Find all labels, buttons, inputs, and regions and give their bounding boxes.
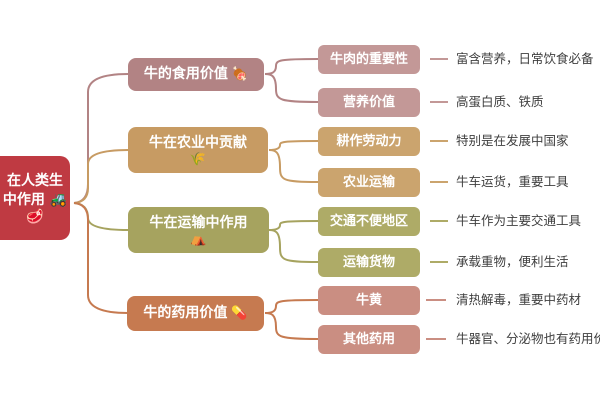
sheaf-of-rice-icon: 🌾 xyxy=(189,151,207,167)
connector-branch3-child2 xyxy=(268,229,319,263)
connector-root-branch3 xyxy=(73,202,129,231)
note-ox-bezoar[interactable]: 清热解毒，重要中药材 xyxy=(456,292,582,307)
child-remote-areas[interactable]: 交通不便地区 xyxy=(318,207,420,236)
branch-label: 牛的药用价值 xyxy=(143,305,228,322)
note-remote-areas[interactable]: 牛车作为主要交通工具 xyxy=(456,213,582,228)
child-label: 牛黄 xyxy=(355,292,382,308)
child-label: 营养价值 xyxy=(342,94,395,110)
child-farm-labor[interactable]: 耕作劳动力 xyxy=(318,127,420,156)
connector-branch3-child1 xyxy=(268,220,319,231)
connector-branch2-child2 xyxy=(268,149,319,183)
tent-icon: ⛺ xyxy=(190,231,207,247)
connector-branch2-child1 xyxy=(268,140,319,151)
branch-agriculture[interactable]: 牛在农业中贡献 🌾 xyxy=(128,127,268,173)
meat-on-bone-icon: 🍖 xyxy=(231,67,249,82)
child-cargo-transport[interactable]: 运输货物 xyxy=(318,248,420,277)
tractor-icon: 🚜 xyxy=(49,192,68,208)
connector-branch4-child1 xyxy=(264,299,319,314)
child-ox-bezoar[interactable]: 牛黄 xyxy=(318,286,420,315)
pill-icon: 💊 xyxy=(231,306,248,321)
note-nutrition-value[interactable]: 高蛋白质、铁质 xyxy=(456,94,544,109)
child-label: 农业运输 xyxy=(342,174,395,190)
child-label: 耕作劳动力 xyxy=(336,133,402,149)
branch-medicinal-value[interactable]: 牛的药用价值 💊 xyxy=(127,296,264,331)
root-label-line2: 中作用 🚜 xyxy=(2,192,68,208)
branch-transportation[interactable]: 牛在运输中作用 ⛺ xyxy=(128,207,269,253)
branch-label: 牛的食用价值 xyxy=(143,66,228,83)
note-farm-transport[interactable]: 牛车运货，重要工具 xyxy=(456,174,569,189)
note-farm-labor[interactable]: 特别是在发展中国家 xyxy=(456,133,569,148)
child-label: 运输货物 xyxy=(342,254,395,270)
root-label-line1: 在人类生 xyxy=(7,173,63,190)
child-other-medicinal[interactable]: 其他药用 xyxy=(318,325,420,354)
child-farm-transport[interactable]: 农业运输 xyxy=(318,168,420,197)
connector-branch1-child2 xyxy=(264,73,319,103)
connector-branch1-child1 xyxy=(264,58,319,75)
child-label: 牛肉的重要性 xyxy=(329,51,408,67)
connector-root-branch2 xyxy=(73,149,129,204)
branch-label: 牛在农业中贡献 xyxy=(149,135,247,152)
connector-root-branch4 xyxy=(73,202,129,314)
note-cargo-transport[interactable]: 承载重物，便利生活 xyxy=(456,254,569,269)
note-beef-importance[interactable]: 富含营养，日常饮食必备 xyxy=(456,51,594,66)
branch-food-value[interactable]: 牛的食用价值 🍖 xyxy=(128,58,264,91)
connector-branch4-child2 xyxy=(264,312,319,340)
child-nutrition-value[interactable]: 营养价值 xyxy=(318,88,420,117)
child-label: 交通不便地区 xyxy=(329,213,408,229)
root-node[interactable]: 在人类生 中作用 🚜 🥩 xyxy=(0,156,70,240)
connector-root-branch1 xyxy=(73,73,129,204)
child-label: 其他药用 xyxy=(342,331,395,347)
meat-cut-icon: 🥩 xyxy=(26,208,44,225)
branch-label: 牛在运输中作用 xyxy=(149,215,248,232)
child-beef-importance[interactable]: 牛肉的重要性 xyxy=(318,45,420,74)
note-other-medicinal[interactable]: 牛器官、分泌物也有药用价值 xyxy=(456,331,600,346)
